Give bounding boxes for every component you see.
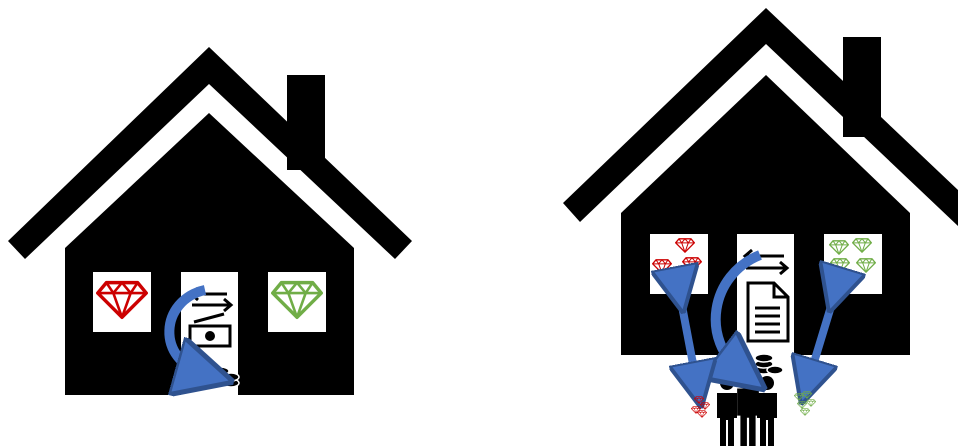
people-group-icon bbox=[717, 370, 777, 446]
small-red-gems-icon bbox=[691, 397, 709, 418]
left-house bbox=[8, 47, 412, 395]
document-icon bbox=[748, 283, 788, 341]
right-house bbox=[563, 8, 958, 355]
small-green-gems-icon bbox=[794, 392, 815, 416]
coins-icon bbox=[755, 354, 783, 374]
